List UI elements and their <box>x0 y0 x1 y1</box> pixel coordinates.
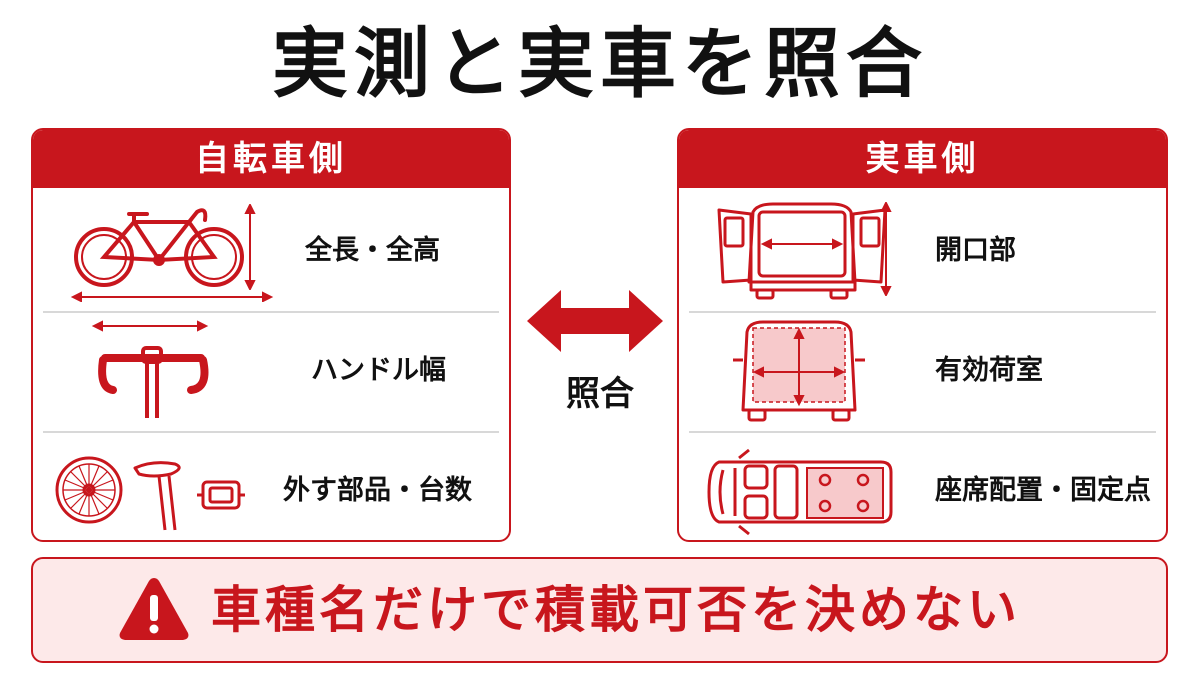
page-title: 実測と実車を照合 <box>272 19 928 108</box>
row-label-opening: 開口部 <box>935 235 1016 266</box>
row-length-height: 全長・全高 <box>33 192 509 310</box>
row-removable-parts: 外す部品・台数 <box>33 432 509 540</box>
warning-banner: 車種名だけで積載可否を決めない <box>31 557 1168 663</box>
row-label-seat-layout: 座席配置・固定点 <box>935 475 1151 506</box>
van-rear-opening-icon <box>717 202 887 300</box>
bicycle-side-header: 自転車側 <box>33 130 509 188</box>
removable-parts-icon <box>55 456 245 531</box>
vehicle-side-header: 実車側 <box>679 130 1166 188</box>
compare-label: 照合 <box>566 374 634 414</box>
row-handlebar-width: ハンドル幅 <box>33 312 509 430</box>
handlebar-icon <box>91 320 209 418</box>
row-label-handlebar-width: ハンドル幅 <box>311 355 446 386</box>
divider <box>689 311 1156 313</box>
vehicle-side-panel: 実車側 開口部 <box>677 128 1168 542</box>
divider <box>43 311 499 313</box>
bicycle-icon <box>70 208 274 302</box>
warning-text: 車種名だけで積載可否を決めない <box>211 581 1021 639</box>
row-label-length-height: 全長・全高 <box>305 235 440 266</box>
divider <box>43 431 499 433</box>
cargo-space-icon <box>733 320 865 422</box>
row-opening: 開口部 <box>679 192 1166 310</box>
bicycle-side-panel: 自転車側 全長・全高 <box>31 128 511 542</box>
seat-layout-icon <box>707 448 893 536</box>
row-cargo-space: 有効荷室 <box>679 312 1166 430</box>
height-arrow-icon <box>244 204 256 290</box>
divider <box>689 431 1156 433</box>
row-seat-layout: 座席配置・固定点 <box>679 432 1166 540</box>
row-label-removable-parts: 外す部品・台数 <box>283 475 472 506</box>
height-arrow-icon <box>880 202 892 296</box>
row-label-cargo-space: 有効荷室 <box>935 355 1043 386</box>
double-arrow-icon <box>527 290 663 352</box>
warning-triangle-icon <box>119 578 189 640</box>
